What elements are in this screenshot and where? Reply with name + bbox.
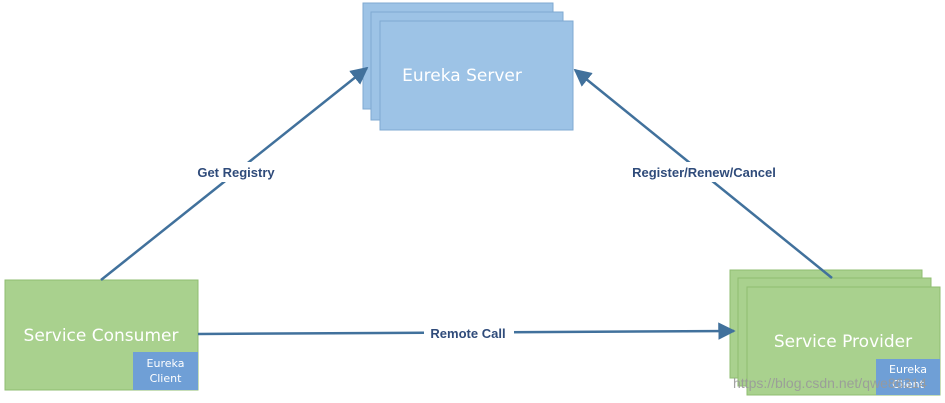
remote-call-edge: Remote Call: [197, 322, 736, 343]
watermark-text: https://blog.csdn.net/qwe86314: [733, 375, 927, 391]
service-provider-label: Service Provider: [774, 332, 912, 352]
register-label: Register/Renew/Cancel: [632, 165, 776, 180]
consumer-client-line2: Client: [150, 372, 183, 385]
provider-eureka-client-badge: Eureka Client: [876, 359, 940, 395]
service-consumer-node: Service Consumer Eureka Client: [4, 279, 199, 391]
eureka-server-label: Eureka Server: [402, 66, 522, 86]
provider-client-line2: Client: [892, 378, 925, 391]
consumer-client-line1: Eureka: [147, 357, 185, 370]
get-registry-edge: Get Registry: [100, 66, 369, 281]
register-edge: Register/Renew/Cancel: [573, 68, 833, 279]
remote-call-label: Remote Call: [430, 326, 505, 341]
eureka-server-node: Eureka Server: [362, 2, 574, 131]
provider-client-line1: Eureka: [889, 363, 927, 376]
get-registry-label: Get Registry: [197, 165, 275, 180]
remote-call-label-bg: [424, 323, 514, 343]
consumer-eureka-client-badge: Eureka Client: [133, 352, 198, 390]
register-label-bg: [622, 162, 786, 182]
service-provider-node: Service Provider Eureka Client: [729, 269, 941, 396]
service-consumer-label: Service Consumer: [24, 326, 179, 346]
get-registry-label-bg: [190, 162, 282, 182]
